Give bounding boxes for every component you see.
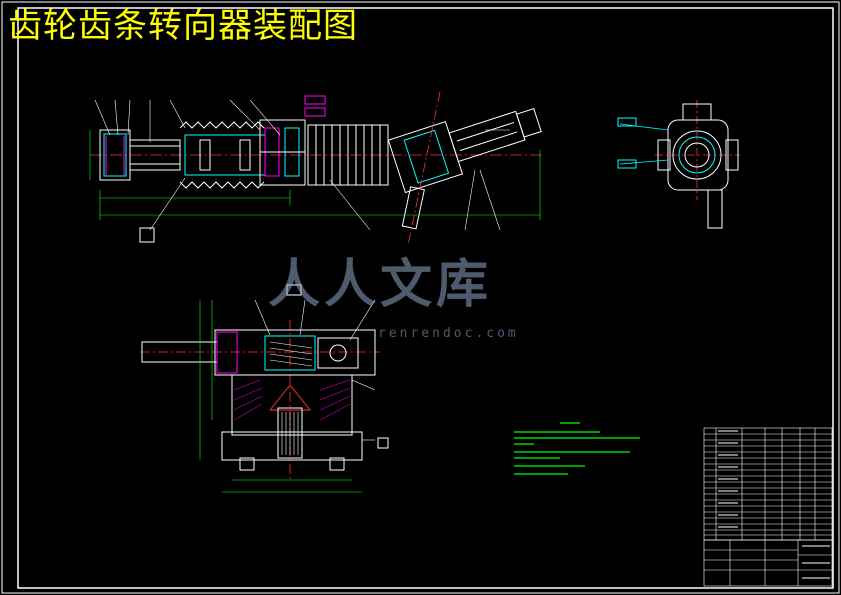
title-block-text-marks — [718, 430, 830, 579]
drawing-title: 齿轮齿条转向器装配图 — [8, 6, 358, 46]
front-view — [89, 91, 545, 246]
title-block — [703, 427, 833, 587]
inner-border — [17, 7, 834, 589]
technical-notes — [514, 422, 640, 475]
watermark-url: renrendoc.com — [378, 326, 519, 341]
watermark-text: 人人文库 — [268, 255, 493, 315]
side-view — [617, 100, 740, 229]
watermark: 人人文库 renrendoc.com — [268, 230, 568, 360]
section-view — [140, 284, 389, 493]
